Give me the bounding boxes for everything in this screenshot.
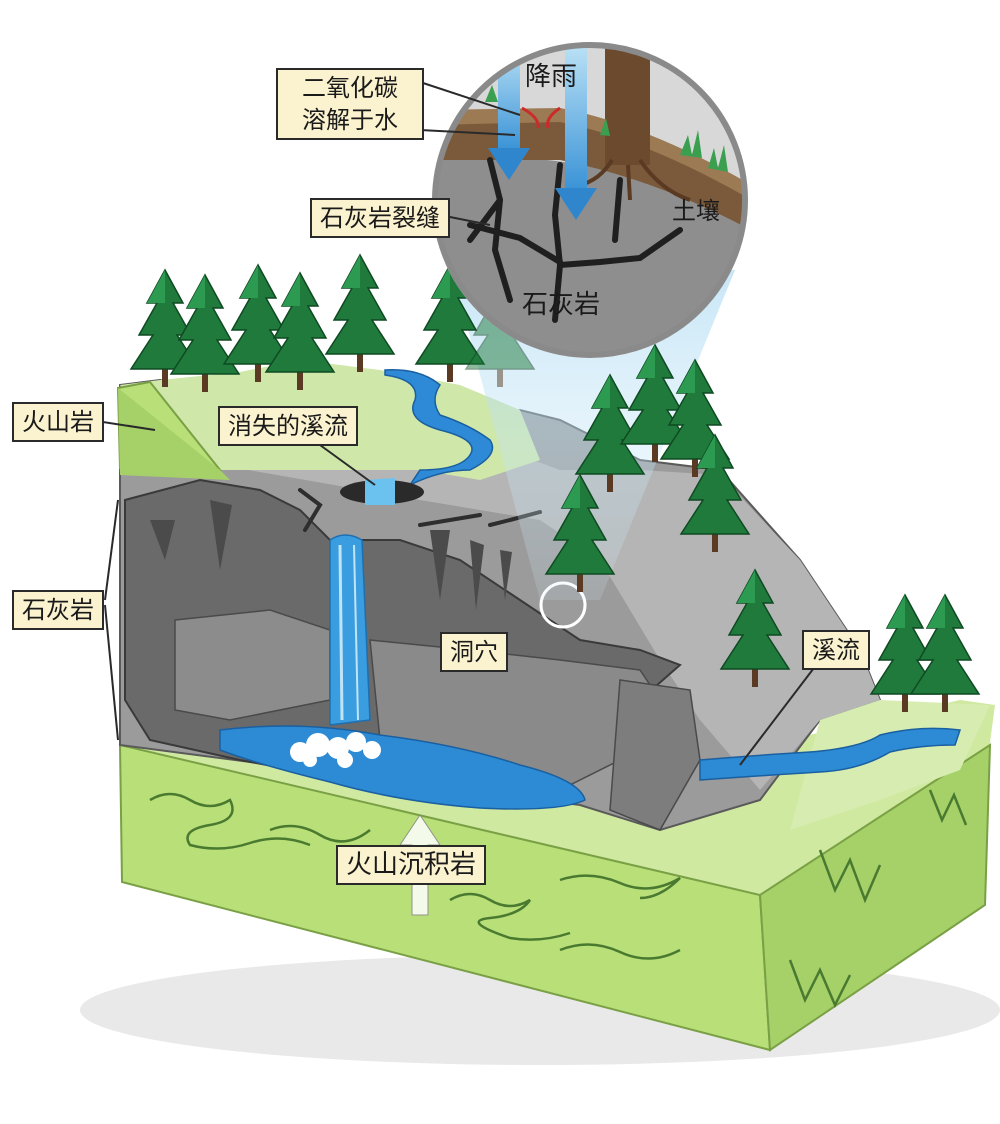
label-volcanic-sediment: 火山沉积岩: [336, 845, 487, 885]
label-stream: 溪流: [802, 630, 870, 670]
label-limestone-crack: 石灰岩裂缝: [310, 198, 450, 238]
zoom-inset: [432, 42, 748, 358]
label-volcanic-rock: 火山岩: [12, 402, 104, 442]
label-limestone: 石灰岩: [12, 590, 104, 630]
co2-line-1: 二氧化碳: [302, 74, 398, 102]
co2-line-2: 溶解于水: [302, 106, 398, 134]
label-limestone-zoom: 石灰岩: [522, 290, 601, 320]
label-vanishing-stream: 消失的溪流: [218, 406, 358, 446]
label-rain: 降雨: [525, 62, 578, 92]
label-soil: 土壤: [672, 197, 720, 225]
label-cave: 洞穴: [440, 632, 508, 672]
label-co2-dissolves: 二氧化碳 溶解于水: [276, 68, 424, 140]
